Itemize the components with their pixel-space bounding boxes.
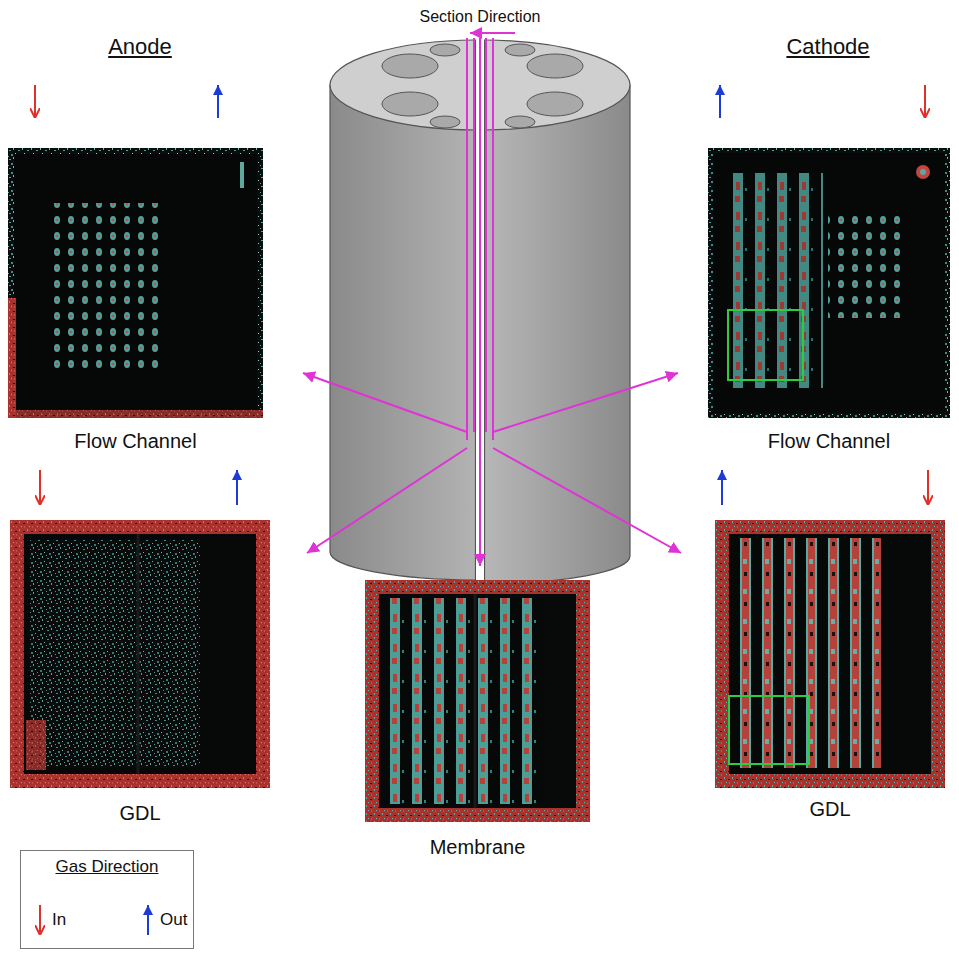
panel-caption: Flow Channel [0, 430, 303, 453]
legend-text: In [52, 910, 66, 930]
panel-caption: GDL [675, 798, 959, 821]
image-panel: Flow Channel [8, 148, 263, 418]
legend-out-arrow [147, 905, 149, 935]
image-panel: GDL [715, 520, 945, 788]
section-lines [303, 38, 681, 566]
section-arrow [470, 32, 515, 34]
legend-box [21, 851, 194, 949]
anode-flow-channel-image [8, 148, 263, 418]
cathode-gdl-image [715, 520, 945, 788]
image-panel: Membrane [365, 580, 590, 822]
direction-label: Section Direction [420, 8, 541, 26]
anode-gdl-image [10, 520, 270, 788]
legend-in-arrow [39, 905, 41, 935]
cell-half-left [330, 40, 476, 580]
legend-text: Out [160, 910, 187, 930]
membrane-image [365, 580, 590, 822]
heading-label: Cathode [786, 34, 869, 59]
cathode-flow-channel-image [708, 148, 950, 418]
panel-caption: Flow Channel [668, 430, 959, 453]
heading-label: Anode [108, 34, 172, 59]
panel-caption: Membrane [325, 836, 630, 859]
panel-caption: GDL [0, 802, 310, 825]
image-panel: GDL [10, 520, 270, 788]
heading-label: Gas Direction [56, 857, 159, 877]
cell-half-right [484, 40, 630, 584]
image-panel: Flow Channel [708, 148, 950, 418]
